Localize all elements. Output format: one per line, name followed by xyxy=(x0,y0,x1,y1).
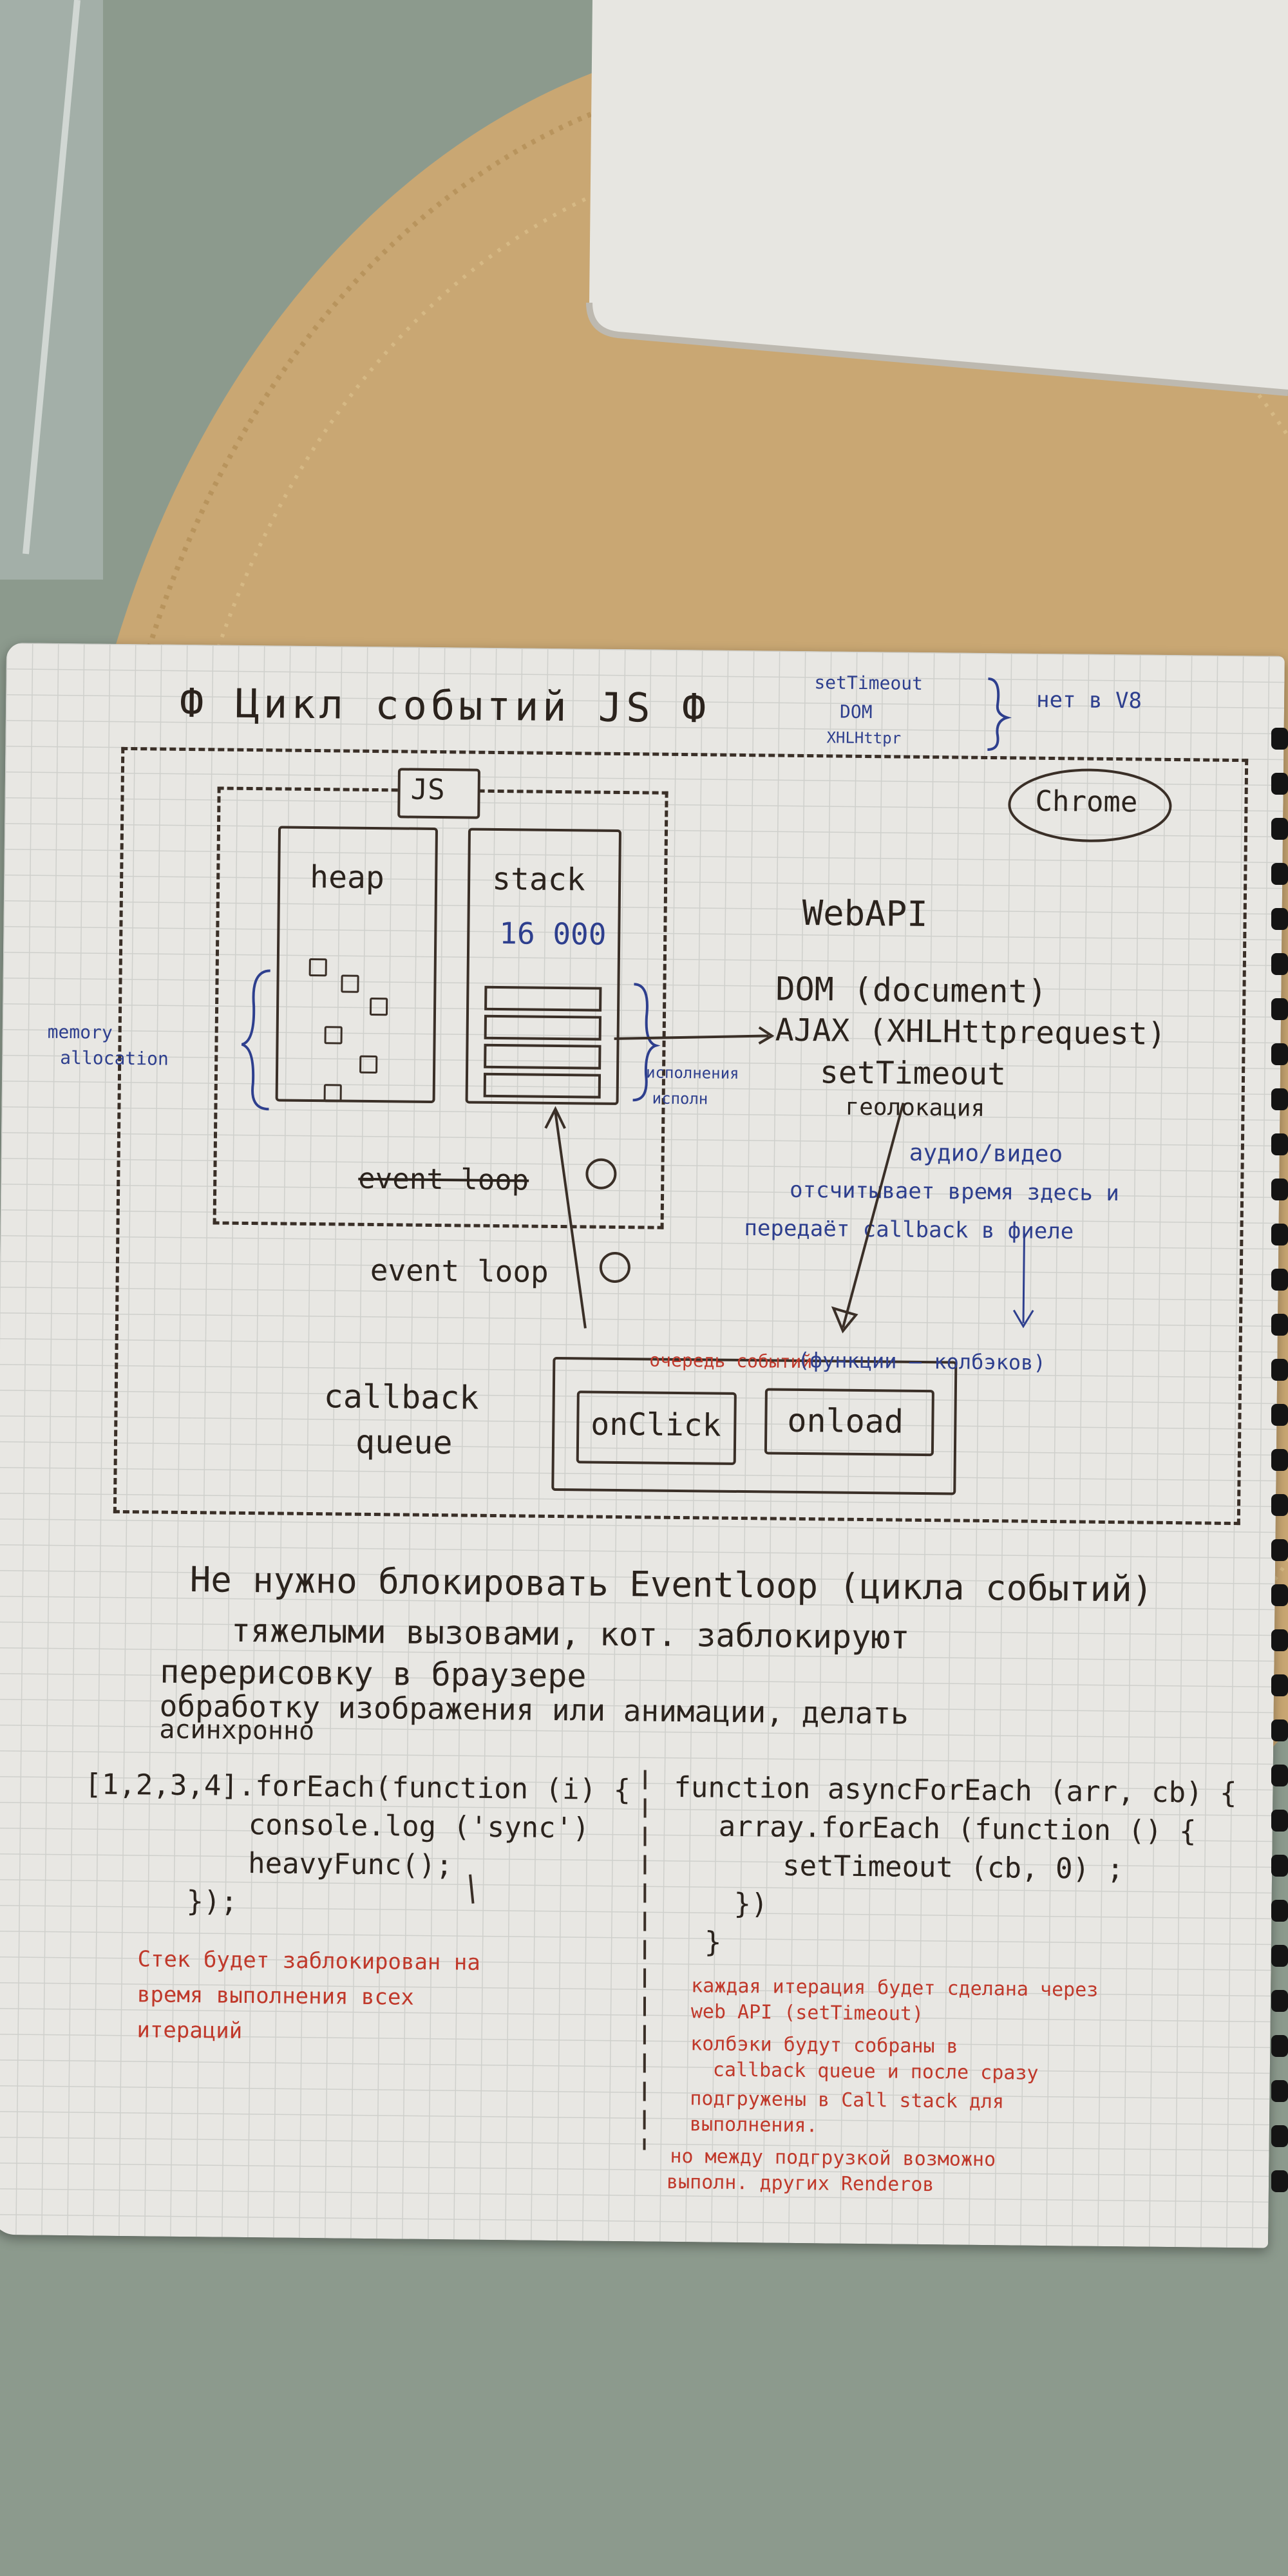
white-object-edge xyxy=(586,302,1288,396)
arrowhead-2 xyxy=(831,1306,858,1334)
blue-arrowhead xyxy=(1012,1309,1034,1329)
spiral-ring xyxy=(1271,1900,1288,1922)
spiral-ring xyxy=(1271,953,1288,975)
spiral-ring xyxy=(1271,2080,1288,2102)
glass-highlight xyxy=(23,0,80,554)
spiral-ring xyxy=(1271,1449,1288,1471)
spiral-ring xyxy=(1271,908,1288,930)
spiral-ring xyxy=(1271,1855,1288,1877)
arrowhead xyxy=(758,1026,775,1045)
webapi-to-queue-arrow xyxy=(842,1103,905,1329)
blue-arrow xyxy=(1022,1233,1025,1323)
spiral-ring xyxy=(1271,1945,1288,1967)
spiral-ring xyxy=(1271,2125,1288,2147)
spiral-ring xyxy=(1271,1088,1288,1110)
spiral-ring xyxy=(1271,1359,1288,1381)
notebook-page: Ф Цикл событий JS Ф setTimeout DOM XHLHt… xyxy=(0,643,1285,2248)
spiral-ring xyxy=(1271,1719,1288,1741)
code-divider xyxy=(643,1770,647,2150)
spiral-ring xyxy=(1271,1133,1288,1155)
memory-brace xyxy=(241,969,270,1111)
spiral-ring xyxy=(1271,818,1288,840)
spiral-ring xyxy=(1271,1674,1288,1696)
spiral-ring xyxy=(1271,1179,1288,1200)
spiral-ring xyxy=(1271,1314,1288,1336)
spiral-ring xyxy=(1271,1765,1288,1786)
chrome-oval xyxy=(1008,768,1172,842)
spiral-ring xyxy=(1271,998,1288,1020)
spiral-ring xyxy=(1271,1269,1288,1291)
cursor-tick xyxy=(469,1874,475,1904)
stack-to-webapi-arrow xyxy=(614,1034,769,1040)
spiral-ring xyxy=(1271,1584,1288,1606)
spiral-ring xyxy=(1271,1990,1288,2012)
spiral-ring xyxy=(1271,773,1288,795)
spiral-ring xyxy=(1271,2035,1288,2057)
queue-to-stack-arrow xyxy=(554,1112,587,1329)
spiral-ring xyxy=(1271,1224,1288,1245)
spiral-ring xyxy=(1271,1404,1288,1426)
spiral-ring xyxy=(1271,728,1288,750)
spiral-ring xyxy=(1271,863,1288,885)
spiral-ring xyxy=(1271,2170,1288,2192)
spiral-ring xyxy=(1271,1043,1288,1065)
spiral-ring xyxy=(1271,1539,1288,1561)
spiral-ring xyxy=(1271,1629,1288,1651)
stack-brace xyxy=(632,983,661,1102)
top-note-brace xyxy=(987,677,1012,751)
event-loop-icon-2 xyxy=(599,1251,630,1283)
arrowhead-3 xyxy=(544,1106,566,1129)
spiral-ring xyxy=(1271,1494,1288,1516)
event-loop-icon-1 xyxy=(585,1158,617,1189)
page-drawings xyxy=(241,677,1172,2150)
spiral-ring xyxy=(1271,1810,1288,1832)
white-object xyxy=(589,0,1288,393)
